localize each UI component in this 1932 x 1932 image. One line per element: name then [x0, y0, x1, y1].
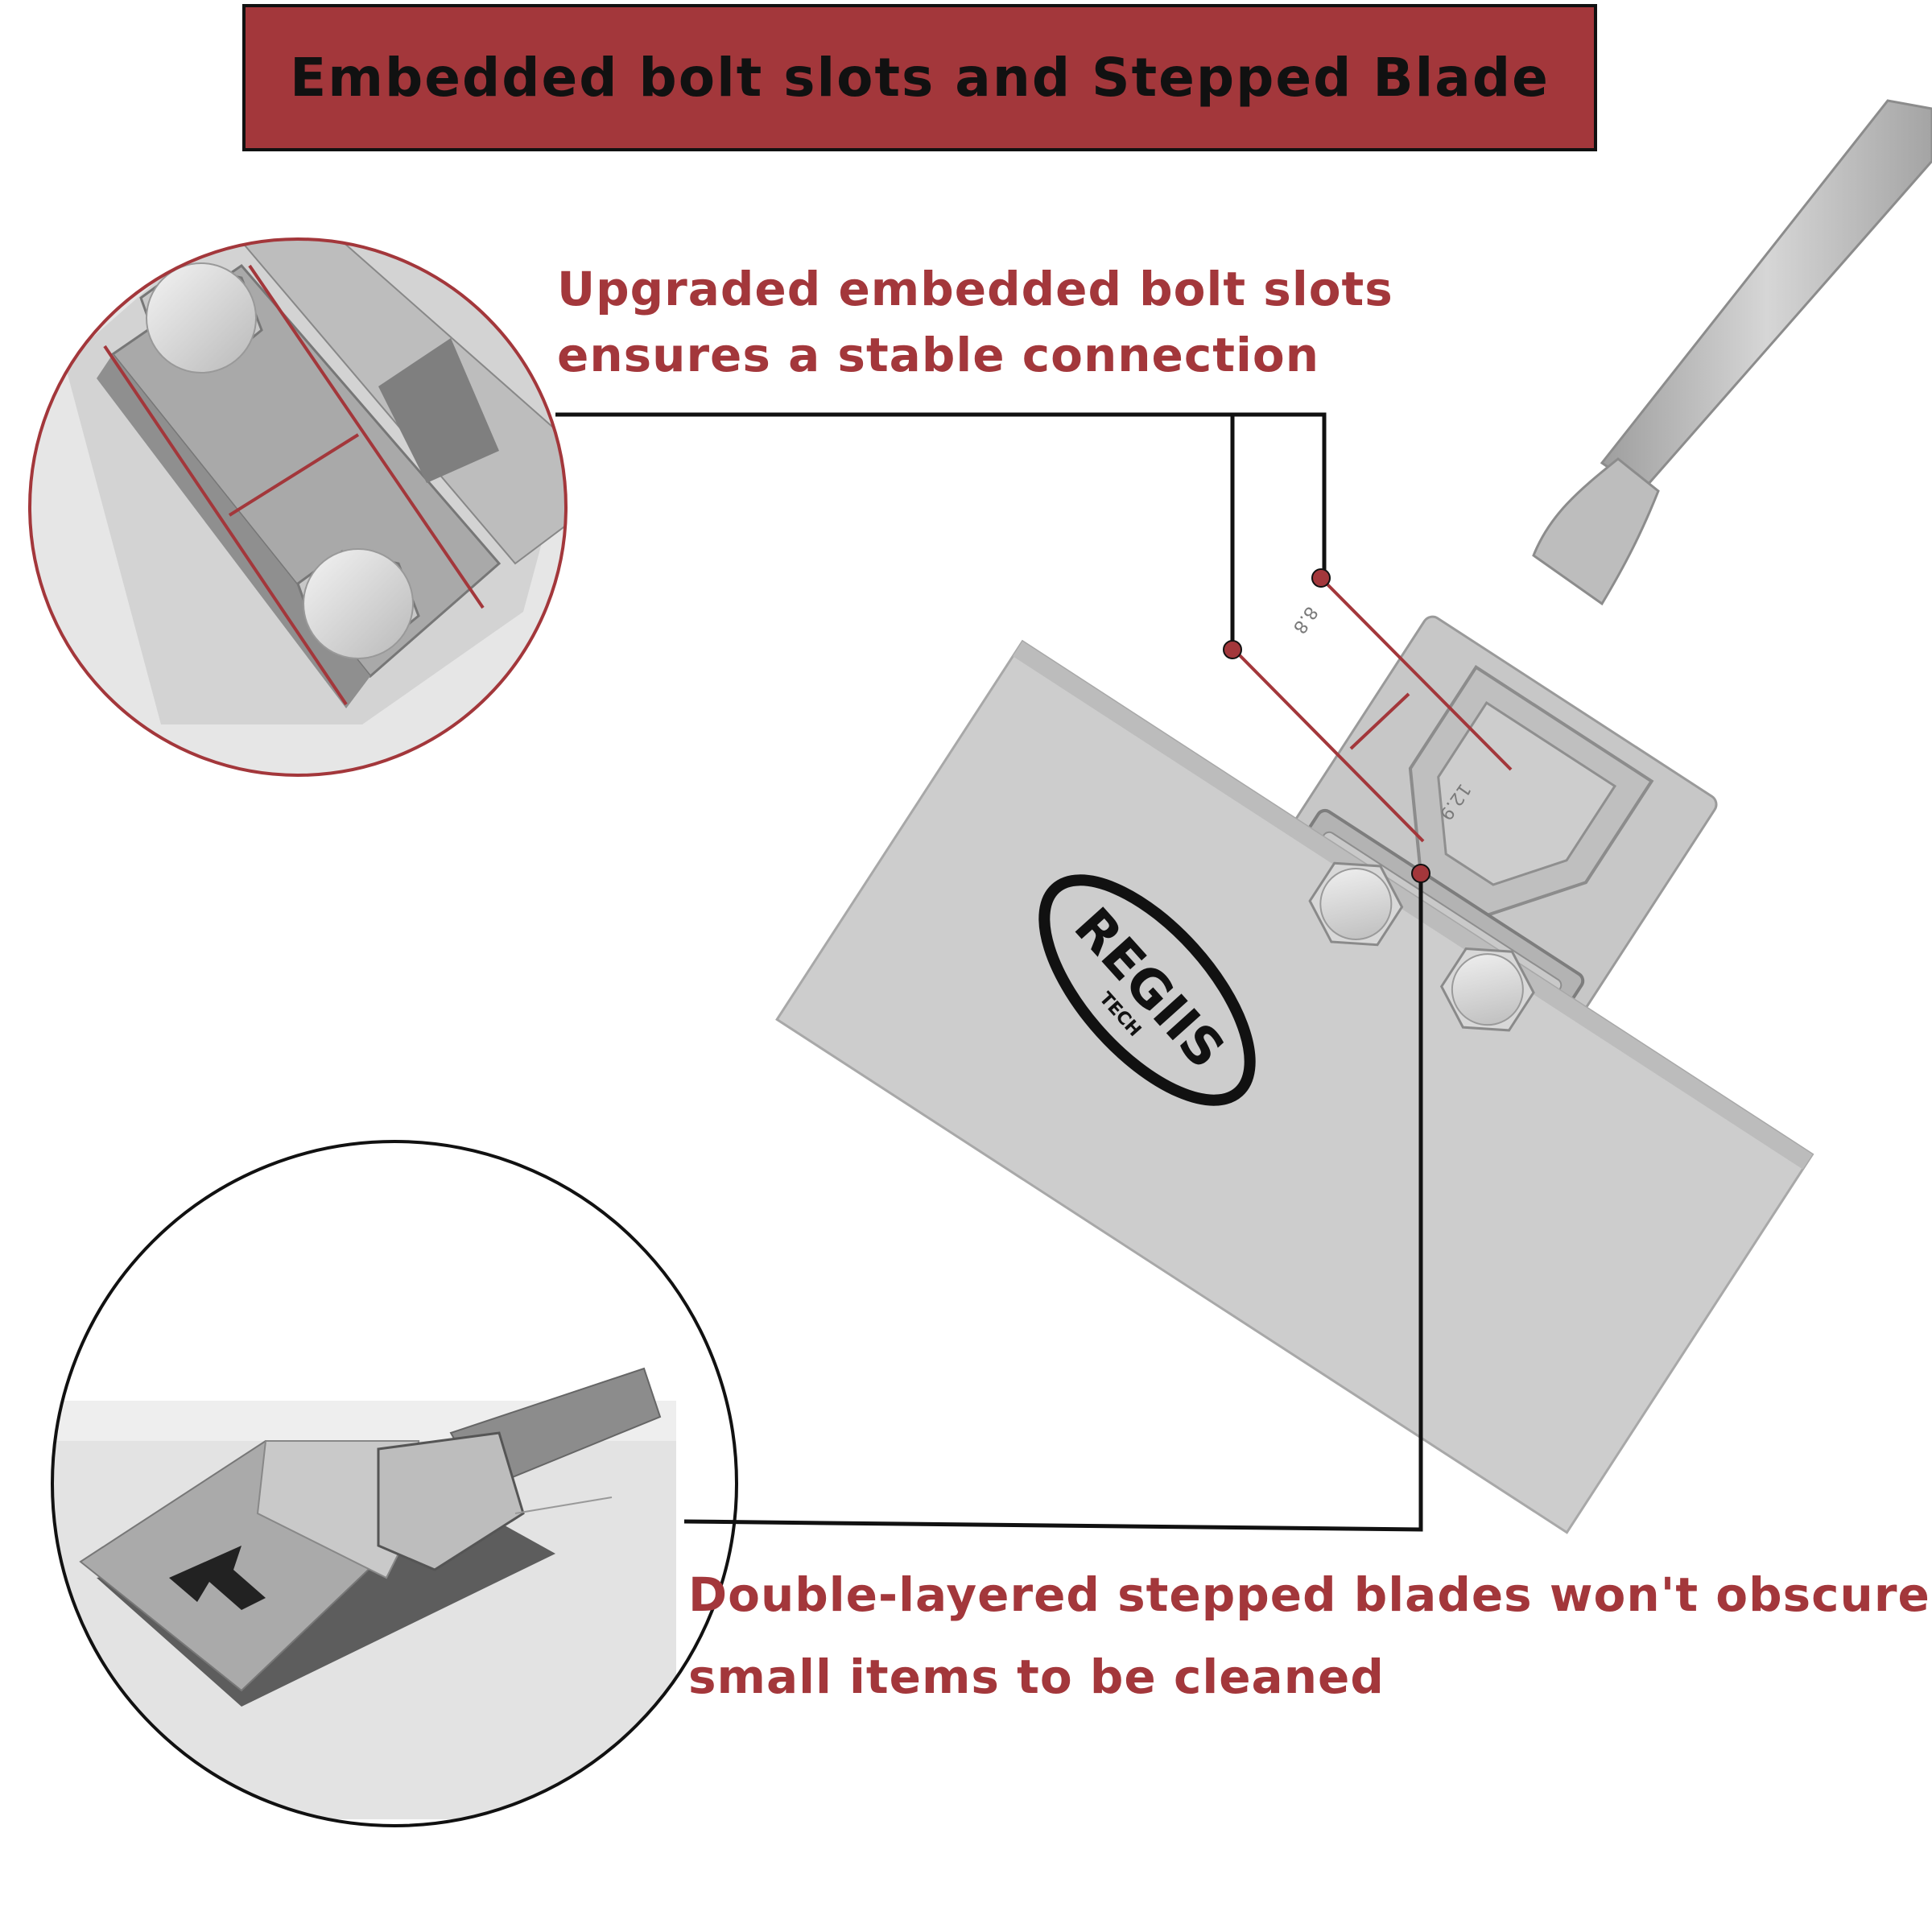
- callout-bolt-slots: Upgraded embedded bolt slots ensures a s…: [557, 256, 1393, 388]
- zoom-circle-stepped-blade: [51, 1140, 738, 1827]
- handle-shaft: [1600, 99, 1932, 493]
- callout-stepped-blades: Double-layered stepped blades won't obsc…: [688, 1554, 1930, 1718]
- callout-bottom-line2: small items to be cleaned: [688, 1649, 1385, 1704]
- connector-dot: [1411, 864, 1430, 883]
- title-banner: Embedded bolt slots and Stepped Blade: [242, 4, 1597, 151]
- zoom-circle-bolt-slots: [28, 237, 568, 777]
- connector-dot: [1311, 568, 1331, 588]
- bolt-mark-left: 8.8: [1289, 602, 1322, 637]
- bolt-left-icon: [1308, 861, 1404, 947]
- up-arrow-icon: [169, 1546, 266, 1610]
- callout-bottom-line1: Double-layered stepped blades won't obsc…: [688, 1567, 1930, 1622]
- callout-top-line2: ensures a stable connection: [557, 328, 1320, 382]
- connector-lines: [555, 412, 1423, 1532]
- bolt-right-icon: [1439, 947, 1535, 1032]
- callout-top-line1: Upgraded embedded bolt slots: [557, 262, 1393, 316]
- connector-dot: [1223, 640, 1242, 659]
- banner-title: Embedded bolt slots and Stepped Blade: [290, 47, 1550, 109]
- scraper-tool: 8.8 12.9 REGIIS TECH: [775, 99, 1932, 1534]
